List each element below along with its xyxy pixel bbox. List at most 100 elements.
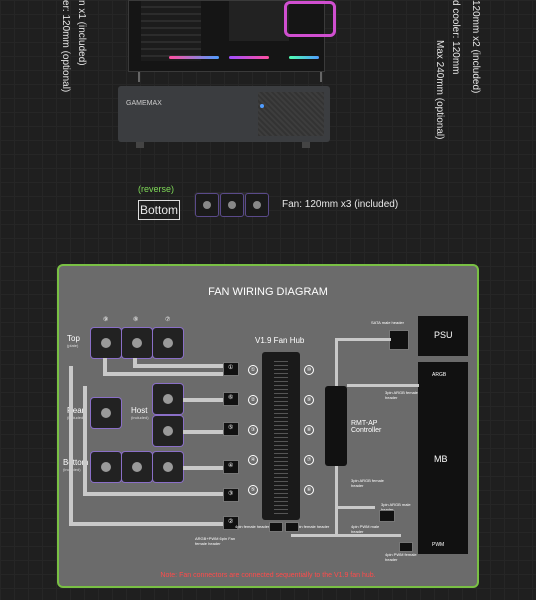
bottom-fan-strip <box>194 192 269 217</box>
psu-label: PSU <box>434 330 453 340</box>
hub-title: V1.9 Fan Hub <box>255 336 305 345</box>
case-image: GAMEMAX <box>118 0 336 150</box>
right-spec-line2: Max 240mm (optional) <box>434 40 445 140</box>
argb-female-label: 3pin ARGB female header <box>385 390 418 400</box>
bottom-fan-icon <box>122 452 152 482</box>
port-number: ① <box>228 365 234 371</box>
reverse-label: (reverse) <box>138 184 175 194</box>
wire <box>291 534 401 537</box>
wire <box>335 338 338 388</box>
fan-icon <box>220 193 244 217</box>
wire <box>83 386 87 496</box>
hub-right-port: ⑩ <box>304 365 314 375</box>
case-foot-left <box>136 142 144 148</box>
usb-port <box>260 104 264 108</box>
diagram-title: FAN WIRING DIAGRAM <box>208 286 328 298</box>
sata-connector <box>389 330 409 350</box>
rgb-fan-ring <box>284 1 336 37</box>
case-foot-right <box>302 142 310 148</box>
hub-port-connector <box>223 362 239 376</box>
host-fan-icon <box>153 416 183 446</box>
hub-right-port: ⑦ <box>304 455 314 465</box>
case-legs <box>138 72 322 82</box>
wire <box>133 358 137 366</box>
connector <box>285 522 299 532</box>
fan-wiring-diagram: FAN WIRING DIAGRAM ⑨ ⑧ ⑦ Top(plate) Rear… <box>57 264 479 588</box>
bottom-fan-spec: Fan: 120mm x3 (included) <box>282 199 399 210</box>
fan-icon <box>245 193 269 217</box>
wire <box>103 358 107 376</box>
hub-port-connector <box>223 488 239 502</box>
bottom-fan-icon <box>91 452 121 482</box>
connector <box>399 542 413 552</box>
wire <box>183 398 223 402</box>
hub-left-port: ③ <box>248 425 258 435</box>
port-number: ④ <box>228 463 234 469</box>
port-number: ⑥ <box>228 395 234 401</box>
top-fan-number: ⑨ <box>103 317 109 323</box>
port-number: ③ <box>228 491 234 497</box>
left-spec-line1: n x1 (included) <box>76 0 87 66</box>
hub-port-connector <box>223 422 239 436</box>
rgb-strip-3 <box>289 56 319 59</box>
rgb-strip-2 <box>229 56 269 59</box>
drive-cage <box>141 1 201 61</box>
port-number: ② <box>228 519 234 525</box>
fan-icon <box>195 193 219 217</box>
top-fan-number: ⑧ <box>133 317 139 323</box>
top-label: Top(plate) <box>67 334 80 348</box>
wiring-note: Note: Fan connectors are connected seque… <box>160 572 376 579</box>
sata-header-label: SATA male header <box>371 320 404 325</box>
fan-hub <box>262 352 300 520</box>
wire <box>183 430 223 434</box>
hub-port-connector <box>223 516 239 530</box>
pwm-female-label: 4pin PWM female header <box>385 552 417 562</box>
connector <box>379 510 395 522</box>
brand-logo: GAMEMAX <box>126 100 162 107</box>
hub-right-port: ⑥ <box>304 485 314 495</box>
rgb-strip-1 <box>169 56 219 59</box>
wire <box>103 372 223 376</box>
pwm-male-label: 4pin PWM male header <box>351 524 380 534</box>
wire <box>83 492 223 496</box>
host-fan-icon <box>153 384 183 414</box>
top-fan-number: ⑦ <box>165 317 171 323</box>
hub-right-port: ⑧ <box>304 425 314 435</box>
host-label: Host(included) <box>131 406 149 420</box>
connector <box>269 522 283 532</box>
rear-fan-icon <box>91 398 121 428</box>
left-spec-line2: er: 120mm (optional) <box>60 0 71 93</box>
case-base: GAMEMAX <box>118 86 330 142</box>
hub-port-connector <box>223 392 239 406</box>
female-3pin-label: 3pin female header <box>295 524 330 529</box>
wire <box>347 384 419 387</box>
hub-left-port: ② <box>248 395 258 405</box>
case-window <box>128 0 336 72</box>
wire <box>335 506 375 509</box>
hub-left-port: ⑤ <box>248 485 258 495</box>
top-fan-icon <box>122 328 152 358</box>
hub-port-connector <box>223 460 239 474</box>
wire <box>69 366 73 526</box>
wire <box>335 338 391 341</box>
controller-label: RMT-AP Controller <box>351 420 382 434</box>
top-fan-icon <box>153 328 183 358</box>
wire <box>335 466 338 536</box>
wire <box>69 522 223 526</box>
wire <box>183 466 223 470</box>
hub-left-port: ④ <box>248 455 258 465</box>
mb-label: MB <box>434 454 448 464</box>
gpu <box>229 1 289 41</box>
rmt-ap-controller <box>325 386 347 466</box>
argb-female-label-2: 3pin ARGB female header <box>351 478 384 488</box>
hub-right-port: ⑨ <box>304 395 314 405</box>
bottom-position-label: Bottom <box>138 200 180 220</box>
port-number: ⑤ <box>228 425 234 431</box>
right-spec-line1: d cooler: 120mm <box>450 0 461 75</box>
top-fan-icon <box>91 328 121 358</box>
bottom-fan-icon <box>153 452 183 482</box>
psu-block: PSU <box>418 316 468 356</box>
hub-left-port: ① <box>248 365 258 375</box>
motherboard-block: MB ARGB PWM <box>418 362 468 554</box>
pwm-port-label: PWM <box>432 542 445 548</box>
